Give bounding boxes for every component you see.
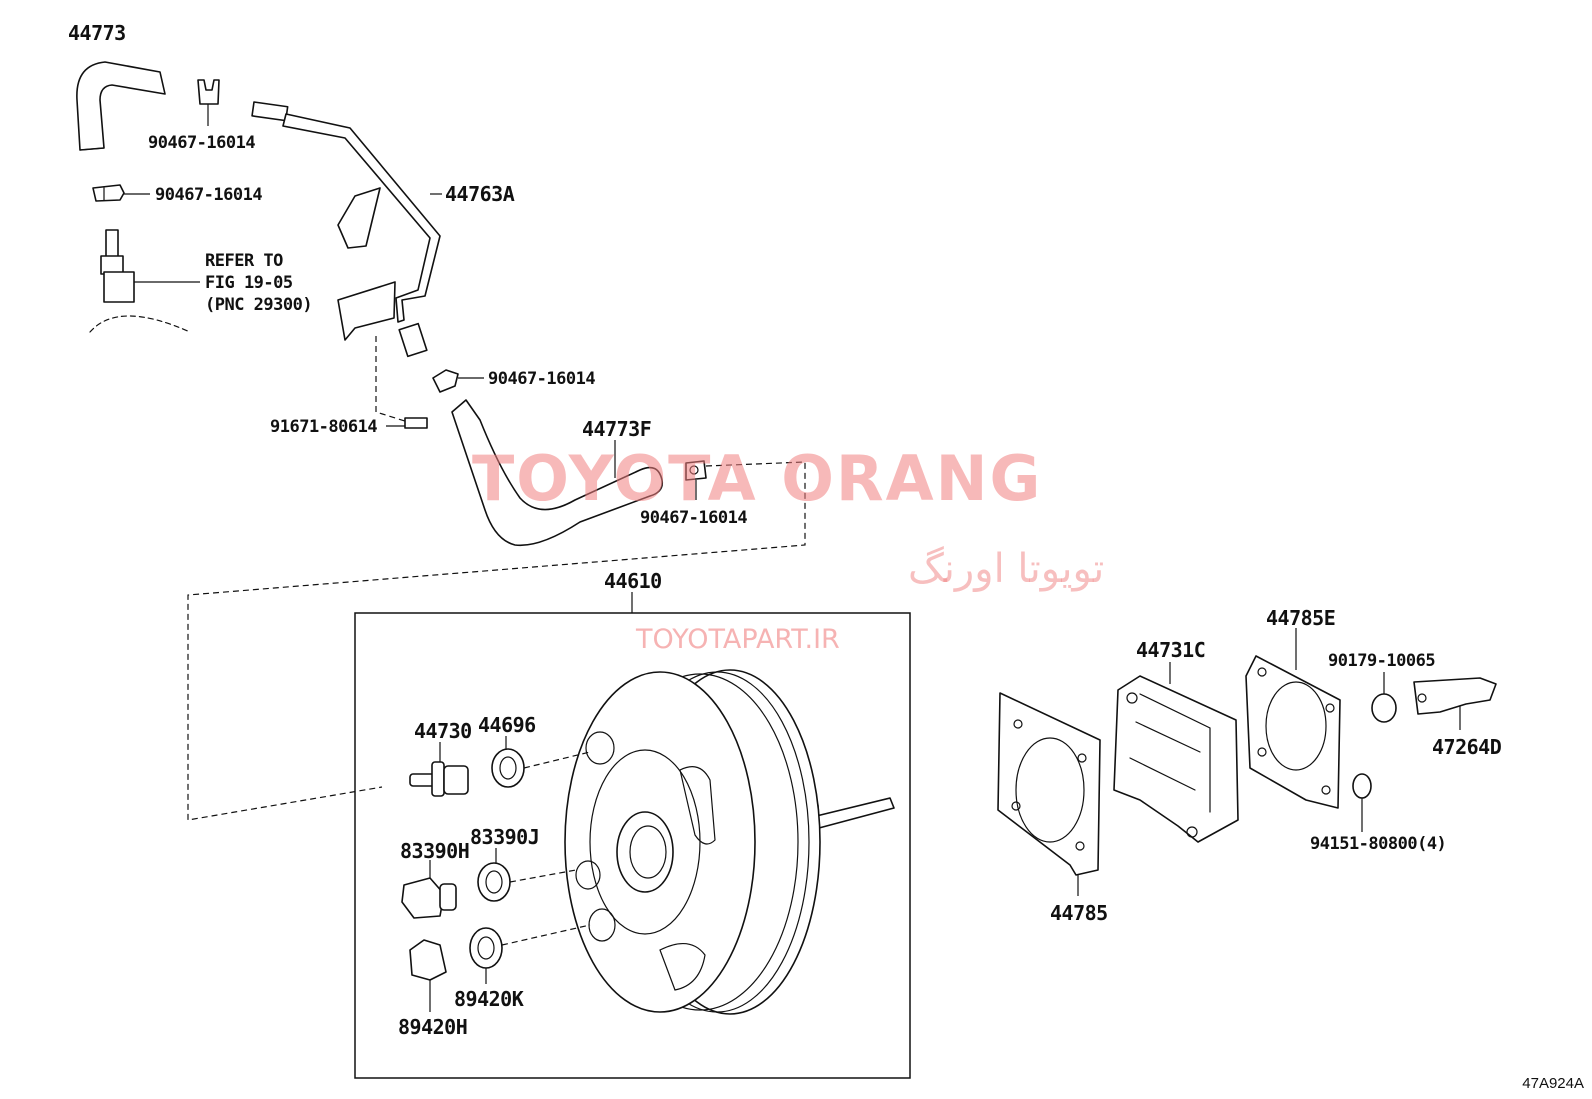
- nut-94151: [1352, 773, 1372, 832]
- label-90179: 90179-10065: [1328, 651, 1435, 671]
- label-refer-3: (PNC 29300): [205, 295, 312, 315]
- sensor-89420H: [409, 939, 447, 1012]
- clip-90467-d: [685, 460, 707, 500]
- label-44730: 44730: [414, 719, 472, 743]
- gasket-44785E: [1245, 628, 1341, 809]
- label-44785E: 44785E: [1266, 606, 1335, 630]
- clevis-47264D: [1413, 677, 1497, 730]
- brake-booster: [564, 669, 895, 1015]
- label-83390J: 83390J: [470, 825, 539, 849]
- pipe-44763A: [251, 101, 442, 358]
- guide-dashed: [187, 461, 806, 821]
- clip-90467-b: [92, 184, 150, 202]
- label-47264D: 47264D: [1432, 735, 1502, 759]
- watermark-url: TOYOTAPART.IR: [635, 624, 840, 655]
- label-90467-c: 90467-16014: [488, 369, 595, 389]
- gasket-44785: [997, 692, 1101, 896]
- label-44773: 44773: [68, 21, 126, 45]
- label-44785: 44785: [1050, 901, 1108, 925]
- spacer-44731C: [1113, 662, 1239, 843]
- grommet-44696: [491, 736, 591, 788]
- label-44763A: 44763A: [445, 182, 515, 206]
- label-89420K: 89420K: [454, 987, 524, 1011]
- label-89420H: 89420H: [398, 1015, 467, 1039]
- nut-90179: [1371, 672, 1397, 723]
- label-83390H: 83390H: [400, 839, 469, 863]
- refer-part: [89, 229, 200, 333]
- watermark-brand: TOYOTA ORANG: [472, 442, 1042, 515]
- label-94151: 94151-80800(4): [1310, 834, 1446, 854]
- valve-44730: [409, 742, 469, 797]
- bolt-91671: [375, 336, 428, 429]
- hose-44773: [76, 61, 166, 151]
- label-44696: 44696: [478, 713, 536, 737]
- label-44773F: 44773F: [582, 417, 651, 441]
- grommet-83390J: [477, 848, 577, 902]
- label-44610: 44610: [604, 569, 662, 593]
- label-90467-b: 90467-16014: [155, 185, 262, 205]
- label-90467-d: 90467-16014: [640, 508, 747, 528]
- label-44731C: 44731C: [1136, 638, 1205, 662]
- grommet-89420K: [469, 924, 591, 984]
- label-91671: 91671-80614: [270, 417, 377, 437]
- watermark-persian: تویوتا اورنگ: [908, 546, 1104, 592]
- hose-44773F: [451, 399, 664, 547]
- clip-90467-a: [197, 79, 220, 126]
- label-refer-2: FIG 19-05: [205, 273, 293, 293]
- label-refer-1: REFER TO: [205, 251, 283, 271]
- clip-90467-c: [432, 369, 484, 393]
- figure-code: 47A924A: [1522, 1075, 1584, 1092]
- sensor-83390H: [401, 860, 457, 919]
- label-90467-a: 90467-16014: [148, 133, 255, 153]
